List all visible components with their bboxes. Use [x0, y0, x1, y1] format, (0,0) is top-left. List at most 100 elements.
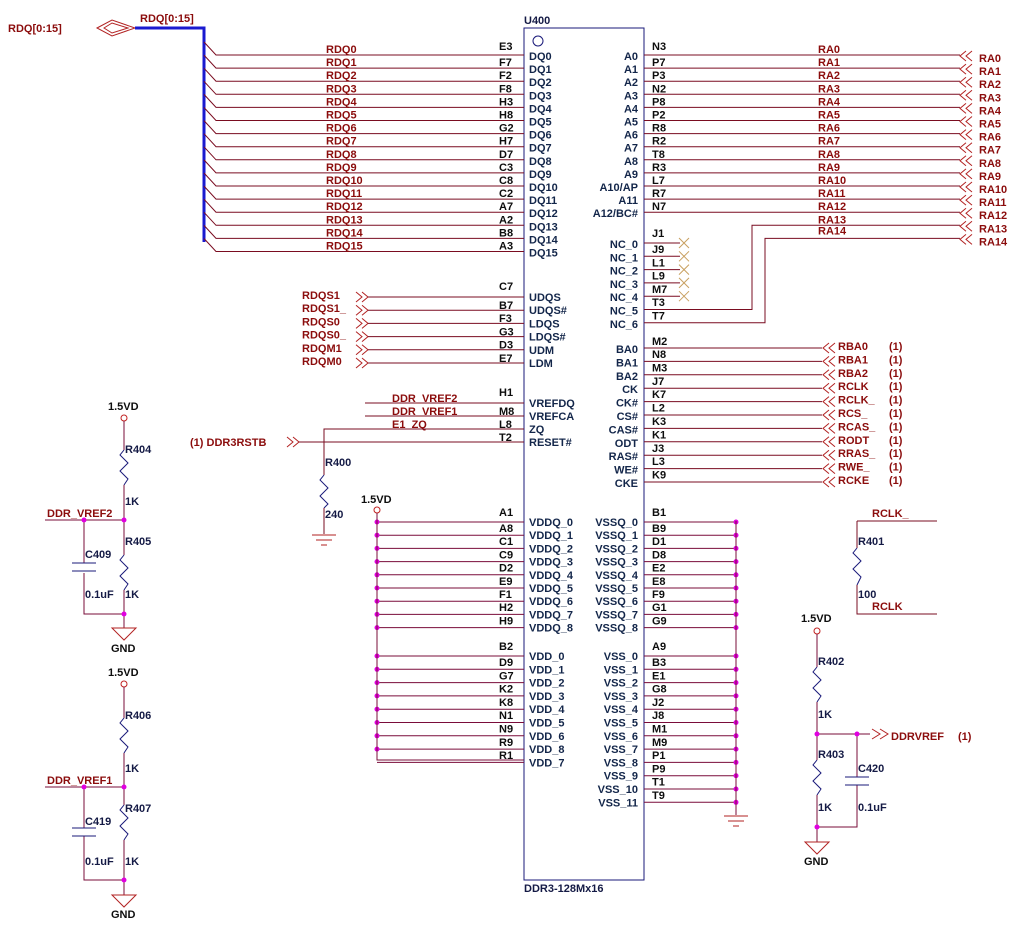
ground-icon [312, 534, 336, 546]
port-label[interactable]: RA12 [979, 210, 1007, 222]
no-connect-icon [678, 237, 690, 249]
pin-name: A0 [624, 51, 638, 63]
chip-u400-body[interactable] [523, 27, 645, 881]
port-label[interactable]: RA4 [979, 105, 1002, 117]
c409-capacitor-icon[interactable] [72, 562, 96, 572]
dq-wire [203, 225, 524, 239]
ctrl-net-label[interactable]: RBA0 [838, 341, 868, 353]
pin-number: E8 [652, 576, 665, 588]
pin-number: L9 [652, 271, 665, 283]
pin-name: CKE [615, 478, 638, 490]
vref1-net-label: DDR_VREF1 [47, 775, 112, 787]
pin-number: H3 [499, 96, 513, 108]
ctrl-net-label[interactable]: RCS_ [838, 408, 868, 420]
strobe-net-label[interactable]: RDQS1_ [302, 303, 347, 315]
dq-net-label: RDQ10 [326, 175, 363, 187]
ctrl-net-label[interactable]: RRAS_ [838, 448, 876, 460]
strobe-net-label[interactable]: RDQM0 [302, 356, 342, 368]
ctrl-net-label[interactable]: RODT [838, 435, 869, 447]
pin-name: DQ8 [529, 156, 552, 168]
pin-name: VDDQ_7 [529, 609, 573, 621]
port-label[interactable]: RA8 [979, 158, 1001, 170]
power-port-icon [373, 506, 381, 514]
strobe-pins-group: RDQS1B7UDQSRDQS1_F3UDQS#RDQS0G3LDQSRDQS0… [302, 290, 567, 370]
power-port-icon [813, 627, 821, 635]
ref-net-label: DDR_VREF1 [392, 406, 457, 418]
port-label[interactable]: RA11 [979, 197, 1007, 209]
r406-resistor-icon[interactable] [119, 717, 129, 754]
port-label[interactable]: RA9 [979, 171, 1001, 183]
r406-value: 1K [125, 763, 139, 775]
dq-net-label: RDQ1 [326, 57, 357, 69]
pin-number: G9 [652, 615, 667, 627]
port-label[interactable]: RA10 [979, 184, 1007, 196]
pin-name: A6 [624, 130, 638, 142]
pin-name: WE# [614, 465, 638, 477]
pin-number: L2 [652, 403, 665, 415]
pin-name: NC_4 [610, 292, 639, 304]
ground-label: GND [111, 643, 136, 655]
addr-net-label: RA6 [818, 123, 840, 135]
r402-value: 1K [818, 709, 832, 721]
dq-net-label: RDQ5 [326, 110, 357, 122]
pin-name: DQ0 [529, 51, 552, 63]
r407-value: 1K [125, 856, 139, 868]
ctrl-net-label[interactable]: RCKE [838, 475, 869, 487]
ctrl-net-label[interactable]: RBA2 [838, 368, 868, 380]
output-port-icon [822, 396, 836, 407]
clock-termination: RCLK_ RCLK R401 100 [852, 508, 937, 615]
r407-resistor-icon[interactable] [119, 804, 129, 841]
addr-net-label: RA0 [818, 44, 840, 56]
pin-name: CAS# [609, 424, 638, 436]
r404-value: 1K [125, 496, 139, 508]
pin-number: H8 [499, 110, 513, 122]
c419-capacitor-icon[interactable] [72, 827, 96, 837]
r400-resistor-icon[interactable] [319, 474, 329, 509]
port-label[interactable]: RA0 [979, 53, 1001, 65]
pin-number: J9 [652, 244, 664, 256]
pin-name: DQ11 [529, 195, 557, 207]
pin-number: J7 [652, 376, 664, 388]
pin-name: VDD_0 [529, 651, 564, 663]
strobe-net-label[interactable]: RDQS0_ [302, 330, 347, 342]
reset-net-label[interactable]: (1) DDR3RSTB [190, 437, 266, 449]
pin-number: T8 [652, 149, 665, 161]
strobe-net-label[interactable]: RDQS1 [302, 290, 340, 302]
c409-value: 0.1uF [85, 589, 114, 601]
no-connect-icon [678, 250, 690, 262]
ctrl-net-label[interactable]: RCLK [838, 381, 869, 393]
port-label[interactable]: RA6 [979, 132, 1001, 144]
port-label[interactable]: RA3 [979, 92, 1001, 104]
port-label[interactable]: RA1 [979, 66, 1001, 78]
dq-net-label: RDQ9 [326, 162, 357, 174]
pin-number: J8 [652, 710, 664, 722]
port-label[interactable]: RA13 [979, 223, 1007, 235]
bus-port-rdq[interactable]: RDQ[0:15] [8, 19, 137, 37]
strobe-net-label[interactable]: RDQS0 [302, 316, 340, 328]
dq-wire [203, 211, 524, 226]
r403-value: 1K [818, 802, 832, 814]
port-label[interactable]: RA14 [979, 236, 1008, 248]
r404-resistor-icon[interactable] [119, 449, 129, 486]
port-label[interactable]: RA7 [979, 145, 1001, 157]
ctrl-net-label[interactable]: RBA1 [838, 354, 868, 366]
pin-name: UDQS [529, 292, 561, 304]
pin-name: VSS_2 [604, 678, 638, 690]
pin-name: VSS_11 [598, 797, 638, 809]
port-label[interactable]: RA2 [979, 79, 1001, 91]
ctrl-net-label[interactable]: RCLK_ [838, 395, 876, 407]
ctrl-net-label[interactable]: RWE_ [838, 462, 870, 474]
port-label[interactable]: RA5 [979, 119, 1001, 131]
r402-refdes: R402 [818, 656, 844, 668]
strobe-net-label[interactable]: RDQM1 [302, 343, 342, 355]
pin-number: C3 [499, 162, 513, 174]
ctrl-net-label[interactable]: RCAS_ [838, 421, 876, 433]
pin-number: M8 [499, 406, 514, 418]
pin-number: T7 [652, 311, 665, 323]
sheet-ref: (1) [889, 354, 903, 366]
pin-name: VSSQ_2 [595, 543, 638, 555]
power-port-icon [120, 680, 128, 688]
sheet-ref: (1) [889, 341, 903, 353]
pin-name: DQ5 [529, 117, 552, 129]
r405-resistor-icon[interactable] [119, 554, 129, 591]
